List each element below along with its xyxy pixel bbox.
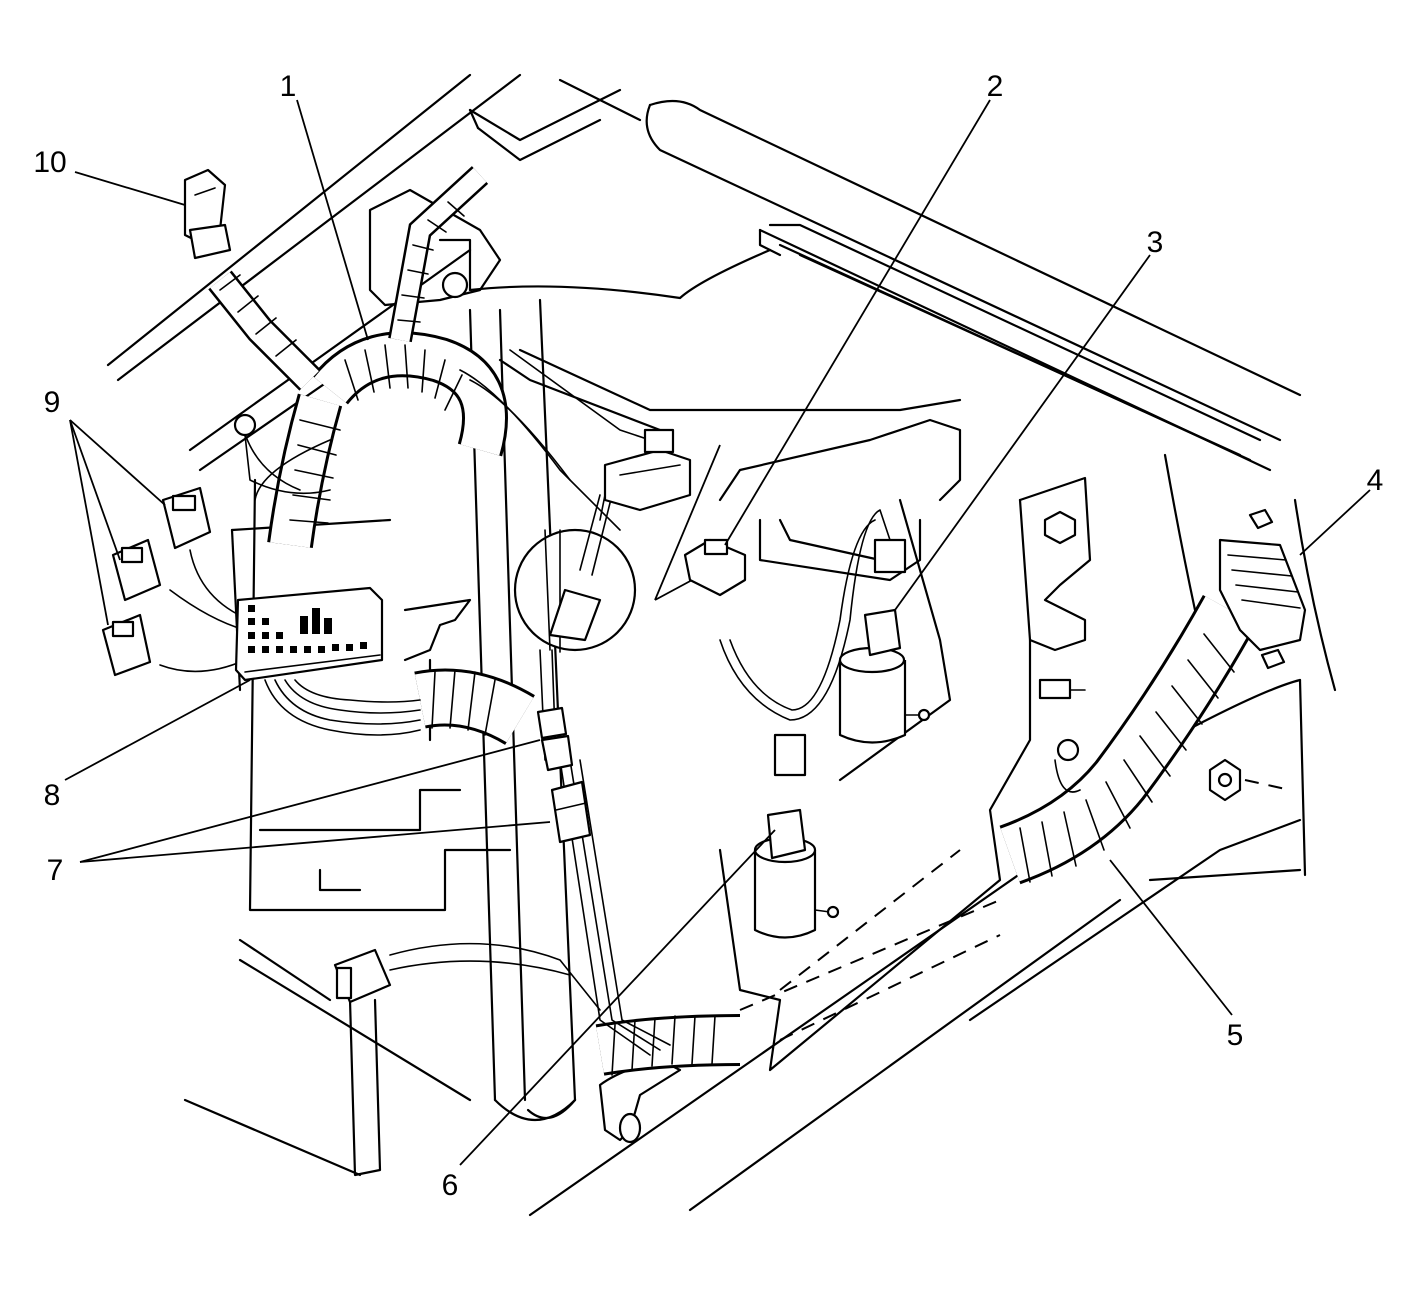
capacitor-3 (838, 538, 931, 744)
control-module-8 (234, 586, 384, 682)
connector-10 (183, 168, 232, 260)
callout-7: 7 (47, 854, 64, 887)
callout-2: 2 (987, 70, 1004, 103)
lower-left-connector (333, 948, 392, 1004)
wire-loops (233, 413, 331, 501)
callout-leaders (64, 99, 1371, 1166)
inline-connectors-7 (536, 706, 592, 844)
main-harness (159, 166, 1258, 1076)
body-structure (106, 73, 1337, 1217)
magnified-connector (513, 428, 721, 653)
fasteners (1038, 510, 1291, 802)
callout-9: 9 (44, 386, 61, 419)
callout-5: 5 (1227, 1019, 1244, 1052)
connector-4 (1218, 508, 1307, 670)
callout-10: 10 (33, 146, 66, 179)
callout-3: 3 (1147, 226, 1164, 259)
callout-labels: 1 2 3 4 5 6 7 8 9 10 (33, 70, 1383, 1202)
callout-6: 6 (442, 1169, 459, 1202)
capacitor-6 (753, 733, 840, 939)
callout-4: 4 (1367, 464, 1384, 497)
connectors-9 (101, 486, 212, 677)
callout-1: 1 (280, 70, 297, 103)
component-2 (683, 538, 747, 597)
callout-8: 8 (44, 779, 61, 812)
